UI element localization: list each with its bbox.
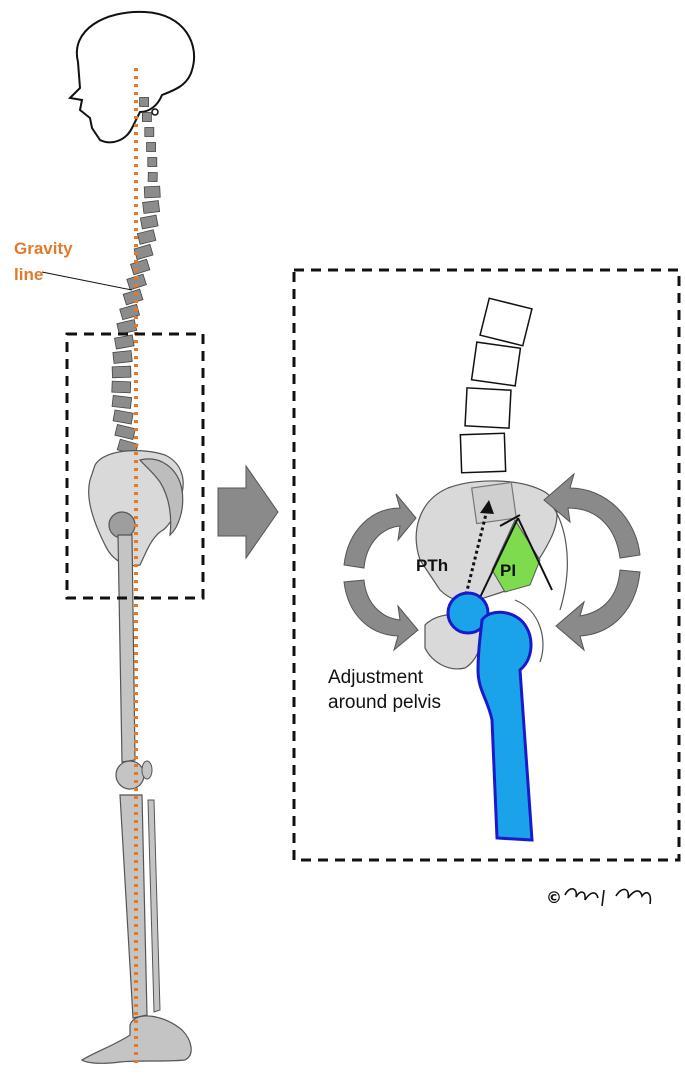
skull-outline (67, 10, 196, 144)
femur-left (117, 534, 136, 763)
pth-label: PTh (416, 556, 448, 575)
adjustment-label-line2: around pelvis (328, 692, 441, 713)
knee (115, 760, 145, 790)
gravity-label-line2: line (14, 265, 43, 284)
vertebra (136, 229, 157, 245)
vertebra (141, 112, 152, 122)
lumbar-vertebra (459, 432, 507, 474)
rotation-arrow-icon (343, 493, 417, 569)
foot (80, 1015, 192, 1064)
rotation-arrow-icon (343, 579, 419, 652)
rotation-arrow-icon (555, 569, 641, 652)
signature (564, 888, 652, 907)
vertebra (112, 350, 133, 364)
vertebra (143, 185, 161, 199)
lumbar-vertebra (464, 387, 512, 429)
zoom-box-left (65, 332, 205, 600)
vertebra (122, 288, 144, 306)
pth-arrowhead-top (480, 500, 494, 514)
vertebra (139, 214, 159, 230)
skull-jaw-dot (151, 108, 159, 116)
signature-stroke (615, 888, 652, 905)
copyright-symbol: © (546, 888, 562, 907)
femoral-head-zoomed (446, 591, 490, 635)
pth-distance-line (461, 509, 489, 608)
gravity-label-pointer (41, 271, 133, 291)
vertebra (112, 409, 134, 425)
zoom-box-right (292, 268, 681, 862)
zoomed-pelvis-panel: PTh PI Adjustment around pelvis (292, 268, 681, 862)
vertebra (114, 334, 135, 350)
sacrum (138, 458, 184, 537)
pi-perpendicular-line (473, 517, 519, 611)
rotation-arrows (343, 472, 641, 652)
ischium-outline (514, 599, 544, 663)
sacral-plate-line (517, 517, 553, 591)
signature-stroke (564, 888, 605, 907)
pi-angle-region (491, 518, 541, 593)
vertebra (111, 365, 132, 379)
sacral-tangent-line (499, 514, 521, 527)
adjustment-label-line1: Adjustment (328, 667, 424, 688)
tibia (119, 794, 148, 1019)
vertebra (147, 171, 158, 183)
lumbar-vertebra (479, 297, 533, 347)
vertebra (147, 157, 158, 167)
patella (141, 760, 153, 780)
gravity-label-line1: Gravity (14, 239, 73, 258)
rotation-arrow-icon (543, 472, 641, 559)
vertebra (130, 258, 151, 276)
femoral-head-left (108, 511, 136, 539)
lumbar-vertebrae (459, 297, 533, 474)
skeleton-figure: Gravity line (14, 10, 205, 1065)
vertebra (144, 127, 155, 137)
sacral-endplate (471, 481, 517, 525)
spine-column (111, 97, 161, 456)
vertebra (116, 319, 138, 335)
zoom-arrow-icon (217, 464, 279, 560)
pi-label: PI (500, 561, 516, 580)
femur-zoomed (476, 610, 534, 842)
lumbar-vertebra (470, 341, 522, 387)
vertebra (146, 142, 157, 152)
vertebra (114, 424, 136, 441)
vertebra (111, 380, 132, 394)
vertebra (111, 395, 133, 409)
fibula (147, 799, 161, 1013)
vertebra (142, 200, 161, 214)
vertebra (139, 97, 150, 107)
